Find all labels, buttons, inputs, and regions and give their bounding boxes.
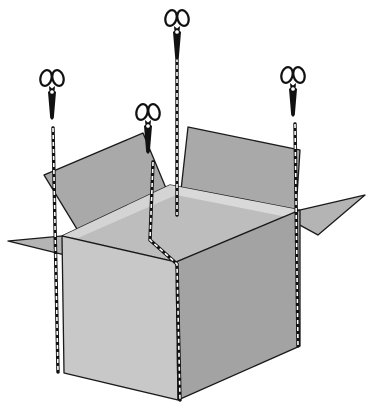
- box-front-left-face: [61, 235, 179, 401]
- interior-back-wall-left: [62, 185, 176, 238]
- cut-lines: [51, 56, 300, 402]
- scissors-icon: [37, 67, 67, 122]
- interior-back-wall-right: [170, 185, 300, 218]
- scissors-icon: [278, 64, 308, 119]
- scissors-icon: [162, 7, 192, 62]
- right-side-flap: [295, 194, 366, 236]
